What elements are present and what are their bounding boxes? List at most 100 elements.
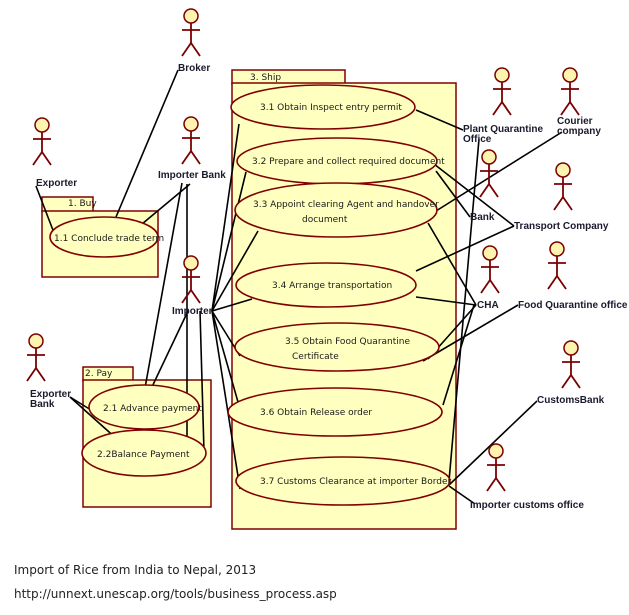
use-case-ellipse[interactable] bbox=[234, 182, 438, 238]
package-label: 1. Buy bbox=[68, 199, 97, 209]
actor-customs-bank[interactable]: CustomsBank bbox=[537, 340, 605, 406]
actor-right-leg-icon bbox=[41, 151, 52, 166]
association-transport-uc34[interactable] bbox=[415, 225, 515, 272]
actor-left-leg-icon bbox=[553, 196, 564, 211]
use-case-uc21[interactable]: 2.1 Advance payment bbox=[88, 384, 202, 430]
use-case-label: 3.7 Customs Clearance at importer Border bbox=[260, 477, 451, 487]
actor-importer-bank[interactable]: Importer Bank bbox=[158, 116, 226, 181]
actor-head-icon bbox=[562, 67, 578, 83]
association-importer-uc34[interactable] bbox=[211, 298, 253, 312]
association-courier-uc33[interactable] bbox=[435, 131, 563, 212]
actor-importer[interactable]: Importer bbox=[172, 255, 213, 317]
association-importer-uc36[interactable] bbox=[211, 310, 239, 403]
use-case-ellipse[interactable] bbox=[234, 322, 440, 372]
caption-source-link[interactable]: http://unnext.unescap.org/tools/business… bbox=[14, 587, 337, 601]
actor-bank[interactable]: Bank bbox=[470, 149, 499, 223]
actor-left-leg-icon bbox=[181, 289, 192, 304]
actor-head-icon bbox=[28, 333, 44, 349]
association-exporter-bank-uc22[interactable] bbox=[69, 396, 119, 441]
actor-head-icon bbox=[494, 67, 510, 83]
actor-left-leg-icon bbox=[480, 279, 491, 294]
actor-right-leg-icon bbox=[190, 150, 201, 165]
association-importer-uc33[interactable] bbox=[211, 230, 259, 312]
actor-label: Broker bbox=[178, 63, 210, 74]
association-importer-uc37[interactable] bbox=[211, 310, 241, 490]
actor-broker[interactable]: Broker bbox=[178, 8, 210, 74]
actor-label: Bank bbox=[30, 399, 55, 410]
association-importer-bank-uc11[interactable] bbox=[141, 183, 191, 225]
use-case-ellipse[interactable] bbox=[235, 456, 451, 506]
actor-label: Importer customs office bbox=[470, 500, 584, 511]
association-importer-uc21[interactable] bbox=[150, 310, 189, 390]
actor-label: Importer Bank bbox=[158, 170, 226, 181]
association-bank-uc32[interactable] bbox=[435, 170, 471, 218]
actor-label: Exporter bbox=[36, 178, 77, 189]
use-case-label: 3.1 Obtain Inspect entry permit bbox=[260, 103, 402, 113]
actor-left-leg-icon bbox=[479, 183, 490, 198]
use-case-uc22[interactable]: 2.2Balance Payment bbox=[81, 429, 207, 477]
package-label: 2. Pay bbox=[85, 369, 113, 379]
use-case-uc31[interactable]: 3.1 Obtain Inspect entry permit bbox=[230, 84, 416, 130]
caption-title: Import of Rice from India to Nepal, 2013 bbox=[14, 563, 257, 577]
actor-exporter[interactable]: Exporter bbox=[32, 117, 77, 189]
association-plant-quarantine-uc31[interactable] bbox=[415, 109, 464, 131]
association-exporter-uc11[interactable] bbox=[35, 185, 57, 239]
actor-label: CustomsBank bbox=[537, 395, 605, 406]
actor-label: Food Quarantine office bbox=[518, 300, 628, 311]
actor-importer-customs[interactable]: Importer customs office bbox=[470, 443, 584, 511]
association-broker-uc11[interactable] bbox=[115, 69, 179, 218]
actor-left-leg-icon bbox=[560, 101, 571, 116]
association-importer-uc31[interactable] bbox=[211, 123, 240, 312]
actor-label: Transport Company bbox=[514, 221, 609, 232]
actor-label: Courier bbox=[557, 116, 593, 127]
associations-layer bbox=[35, 69, 563, 505]
actor-right-leg-icon bbox=[569, 101, 580, 116]
actor-head-icon bbox=[555, 162, 571, 178]
use-case-ellipse[interactable] bbox=[81, 429, 207, 477]
use-case-ellipse[interactable] bbox=[88, 384, 200, 430]
use-case-label: 2.1 Advance payment bbox=[103, 404, 202, 414]
actor-right-leg-icon bbox=[489, 279, 500, 294]
actor-head-icon bbox=[563, 340, 579, 356]
actor-transport[interactable]: Transport Company bbox=[514, 162, 609, 232]
actor-label: Plant Quarantine bbox=[463, 124, 543, 135]
association-importer-uc32[interactable] bbox=[211, 171, 247, 312]
use-case-ellipse[interactable] bbox=[227, 387, 443, 437]
use-case-uc33[interactable]: 3.3 Appoint clearing Agent and handoverd… bbox=[234, 182, 439, 238]
use-case-uc36[interactable]: 3.6 Obtain Release order bbox=[227, 387, 443, 437]
use-case-uc34[interactable]: 3.4 Arrange transportation bbox=[235, 262, 417, 308]
use-case-label: document bbox=[302, 215, 348, 225]
actor-food-quarantine[interactable]: Food Quarantine office bbox=[518, 241, 628, 311]
association-cha-uc34[interactable] bbox=[415, 296, 477, 306]
use-case-uc37[interactable]: 3.7 Customs Clearance at importer Border bbox=[235, 456, 451, 506]
actor-right-leg-icon bbox=[556, 275, 567, 290]
actor-right-leg-icon bbox=[190, 42, 201, 57]
association-cha-uc33[interactable] bbox=[427, 222, 477, 306]
use-case-label: 3.6 Obtain Release order bbox=[260, 408, 372, 418]
association-importer-customs-uc37[interactable] bbox=[448, 485, 476, 505]
actor-head-icon bbox=[482, 245, 498, 261]
actor-label: company bbox=[557, 126, 601, 137]
actor-head-icon bbox=[183, 255, 199, 271]
use-case-ellipse[interactable] bbox=[235, 262, 417, 308]
association-importer-uc22[interactable] bbox=[199, 310, 205, 453]
actor-left-leg-icon bbox=[32, 151, 43, 166]
association-transport-uc32[interactable] bbox=[433, 163, 515, 227]
use-case-ellipse[interactable] bbox=[49, 216, 159, 258]
actor-cha[interactable]: CHA bbox=[477, 245, 500, 311]
association-importer-bank-uc21[interactable] bbox=[144, 182, 183, 389]
association-customs-bank-uc37[interactable] bbox=[448, 400, 538, 486]
actor-left-leg-icon bbox=[547, 275, 558, 290]
use-case-label: 3.5 Obtain Food Quarantine bbox=[285, 337, 410, 347]
use-case-label: 3.4 Arrange transportation bbox=[272, 281, 392, 291]
actor-head-icon bbox=[183, 116, 199, 132]
use-case-uc11[interactable]: 1.1 Conclude trade term bbox=[49, 216, 164, 258]
association-cha-uc36[interactable] bbox=[442, 304, 475, 406]
use-case-ellipse[interactable] bbox=[230, 84, 416, 130]
association-food-quarantine-uc35[interactable] bbox=[422, 304, 519, 362]
